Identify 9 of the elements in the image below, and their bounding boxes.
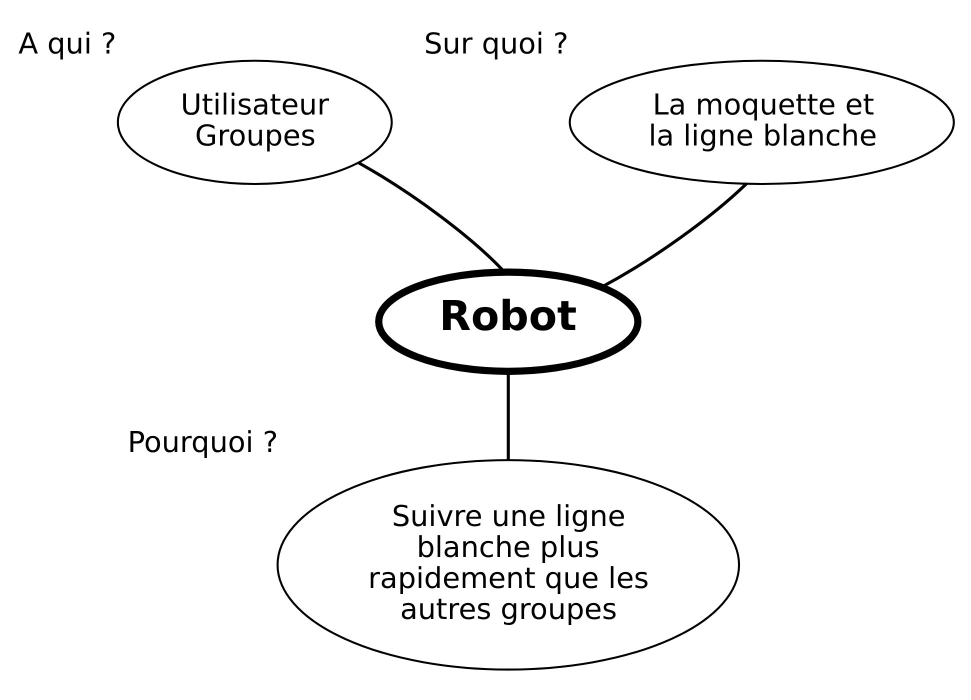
connector [506, 372, 510, 460]
node-ellipse: Utilisateur Groupes [116, 60, 393, 185]
node-ellipse: La moquette et la ligne blanche [568, 60, 955, 185]
node-label: A qui ? [18, 26, 116, 60]
node-label: Pourquoi ? [128, 425, 278, 460]
node-label: Sur quoi ? [424, 26, 568, 60]
connector [600, 182, 748, 288]
node-ellipse: Suivre une ligne blanche plus rapidement que les autres groupes [276, 459, 740, 671]
node-ellipse: Robot [375, 268, 642, 375]
